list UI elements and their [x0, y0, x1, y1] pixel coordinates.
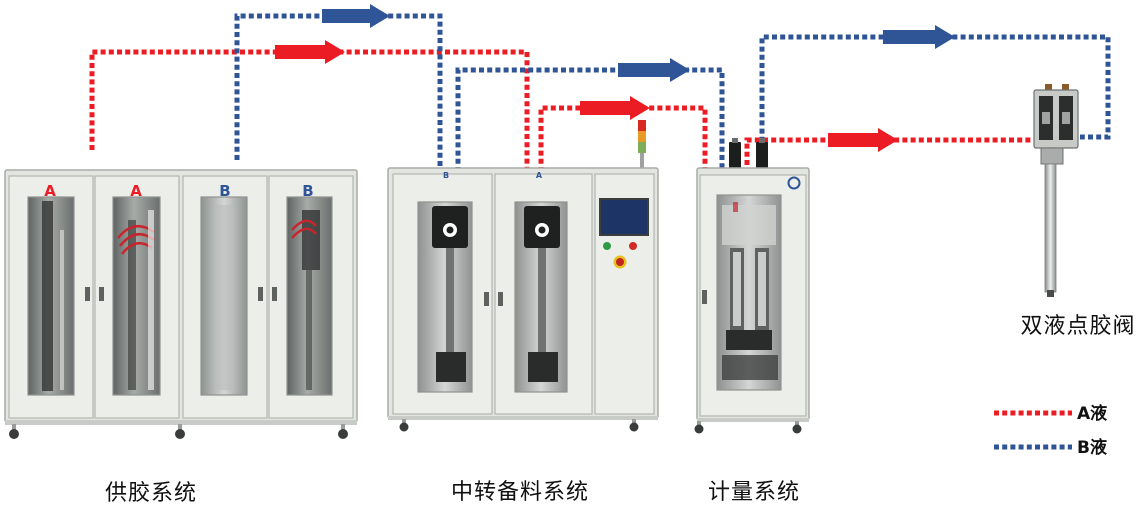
legend-a-label: A液	[1077, 403, 1107, 424]
a-arrow-1	[275, 40, 345, 64]
transfer-port-label-b: B	[443, 171, 449, 180]
supply-handle-3	[258, 287, 263, 301]
stop-button	[629, 242, 637, 250]
transfer-port-label-a: A	[536, 171, 543, 180]
metering-cabinet	[694, 138, 810, 434]
metering-handle	[702, 290, 707, 304]
supply-handle-1	[85, 287, 90, 301]
metering-cylinders	[722, 202, 778, 380]
a-line-metering-to-valve	[744, 137, 1032, 165]
supply-door-label-a2: A	[130, 182, 142, 200]
transfer-pump-1	[432, 206, 468, 382]
mixing-tube	[1044, 163, 1057, 293]
transfer-handle-1	[484, 292, 489, 306]
supply-cabinet: A A B B	[4, 169, 358, 439]
b-liquid-flow	[234, 4, 1111, 172]
legend: A液 B液	[994, 403, 1107, 458]
supply-handle-2	[99, 287, 104, 301]
a-line-supply-to-transfer	[89, 49, 530, 172]
b-line-transfer-to-metering	[455, 67, 725, 172]
supply-door-label-a1: A	[44, 182, 56, 200]
a-line-transfer-to-metering	[538, 105, 708, 172]
b-line-metering-to-valve	[759, 34, 1111, 150]
metering-top-valves	[729, 138, 768, 168]
supply-handle-4	[272, 287, 277, 301]
legend-b-label: B液	[1077, 437, 1107, 458]
metering-system-label: 计量系统	[708, 480, 800, 505]
signal-tower	[638, 120, 646, 168]
brand-logo-icon	[787, 176, 801, 190]
b-arrow-3	[883, 25, 955, 49]
transfer-handle-2	[498, 292, 503, 306]
dispensing-valve	[1033, 84, 1079, 297]
supply-door-label-b2: B	[302, 182, 313, 200]
start-button	[603, 242, 611, 250]
b-line-supply-to-transfer	[234, 13, 443, 172]
transfer-system-label: 中转备料系统	[451, 480, 589, 505]
supply-door-label-b1: B	[219, 182, 230, 200]
dispensing-valve-label: 双液点胶阀	[1020, 314, 1135, 339]
touch-screen	[599, 198, 649, 236]
a-arrow-3	[828, 128, 898, 152]
transfer-cabinet: B A	[387, 120, 659, 432]
a-arrow-2	[580, 96, 650, 120]
a-liquid-flow	[89, 40, 1032, 172]
supply-system-label: 供胶系统	[105, 481, 197, 506]
b-arrow-2	[618, 58, 690, 82]
transfer-pump-2	[524, 206, 560, 382]
b-arrow-1	[322, 4, 390, 28]
